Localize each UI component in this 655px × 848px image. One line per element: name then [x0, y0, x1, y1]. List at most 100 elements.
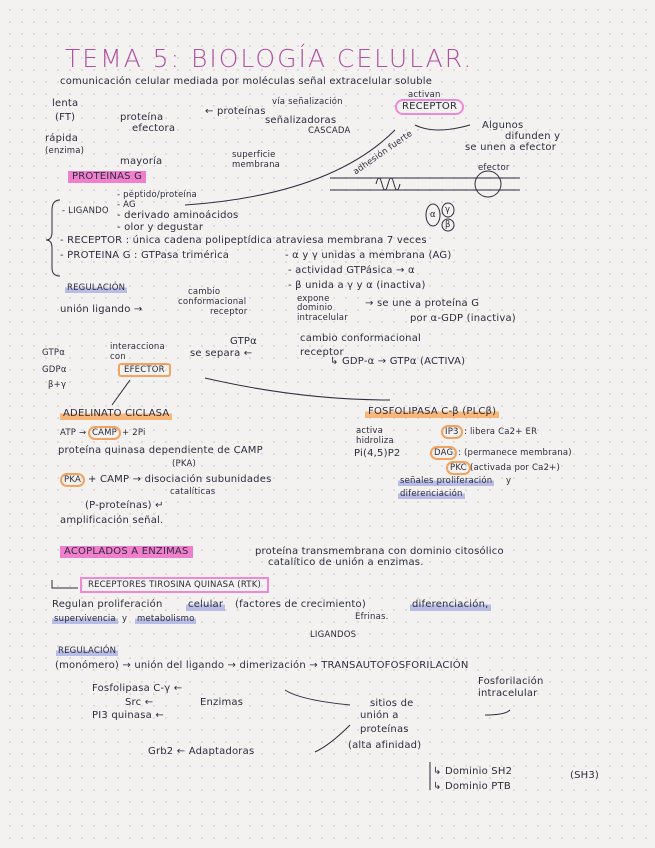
- rtk-box: RECEPTORES TIROSINA QUINASA (RTK): [80, 577, 269, 593]
- proteinas-text: ← proteínas: [205, 106, 266, 117]
- ip3-circled: IP3: [441, 425, 463, 439]
- alpha-label: α: [430, 210, 436, 220]
- acoplados-desc: proteína transmembrana con dominio citos…: [255, 546, 504, 557]
- rtk-flow-main: (monómero) → unión del ligando → dimeriz…: [55, 660, 469, 671]
- camp-circled: CAMP: [88, 426, 122, 440]
- y-text: y: [506, 476, 512, 486]
- fosforilacion-text: Fosforilación: [478, 676, 544, 687]
- proteinas-text2: proteínas: [360, 724, 409, 735]
- atp-text: ATP →: [60, 428, 87, 438]
- brace: [45, 199, 61, 277]
- proteina-quinasa-text: proteína quinasa dependiente de CAMP: [58, 445, 263, 456]
- senalizadoras-text: señalizadoras: [265, 115, 337, 126]
- beta-subunit-icon: [441, 218, 455, 232]
- dag-circled: DAG: [430, 446, 458, 460]
- ip3-text: : libera Ca2+ ER: [464, 427, 538, 437]
- arrow-receptor-to-proteinas-g: [184, 129, 396, 206]
- metabolismo-text: metabolismo: [135, 614, 197, 624]
- arrow-efector-to-fosfolipasa: [204, 377, 391, 401]
- effector-circle-icon: [474, 170, 502, 198]
- proteina-g-item: - β unida a γ y α (inactiva): [288, 280, 426, 291]
- mayoria-text: mayoría: [120, 156, 163, 167]
- page-title: TEMA 5: BIOLOGÍA CELULAR.: [65, 44, 474, 73]
- arrow-to-enzimas: [284, 689, 351, 706]
- hidroliza-text: hidroliza: [356, 436, 394, 446]
- supervivencia-text: supervivencia: [52, 614, 118, 624]
- senales-text: señales proliferación: [398, 476, 495, 486]
- ligando-item: - AG: [117, 200, 136, 210]
- pkc-text: (activada por Ca2+): [470, 463, 561, 473]
- receptor2-text: receptor: [300, 347, 344, 358]
- activa-text: activa: [356, 426, 384, 436]
- ft-text: (FT): [55, 112, 76, 123]
- src-text: Src ←: [125, 697, 154, 708]
- intracelular2-text: intracelular: [478, 688, 538, 699]
- activan-text: activan: [408, 90, 441, 100]
- sh2-text: ↳ Dominio SH2: [433, 766, 513, 777]
- proteinas-g-heading: PROTEINAS G: [68, 171, 147, 183]
- conformacional-text: conformacional: [178, 297, 247, 307]
- con-text: con: [110, 352, 126, 362]
- acoplados-heading: ACOPLADOS A ENZIMAS: [60, 546, 193, 558]
- celular-text: celular: [186, 599, 226, 611]
- intracelular-text: intracelular: [297, 313, 348, 323]
- factores-text: (factores de crecimiento): [235, 599, 366, 610]
- efrinas-text: Efrinas.: [355, 612, 389, 622]
- lenta-text: lenta: [52, 98, 79, 109]
- dag-text: : (permanece membrana): [458, 448, 572, 458]
- proteina-g-item: - actividad GTPásica → α: [288, 265, 415, 276]
- rapida-text: rápida: [45, 133, 79, 144]
- gtpa-left: GTPα: [42, 348, 66, 358]
- via-text: vía señalización: [272, 97, 343, 107]
- beta-gamma-left: β+γ: [48, 380, 67, 390]
- proteina-g-item: - α y γ unidas a membrana (AG): [285, 250, 452, 261]
- adenilato-heading: ADELINATO CICLASA: [60, 408, 173, 420]
- cambio-text: cambio: [188, 287, 221, 297]
- fosfolipasa-heading: FOSFOLIPASA C-β (PLCβ): [365, 406, 500, 418]
- receptor-sub-text: receptor: [210, 307, 248, 317]
- pip2-text: Pi(4,5)P2: [354, 448, 401, 459]
- efector-box: EFECTOR: [118, 363, 171, 377]
- pkc-circled: PKC: [446, 461, 471, 475]
- arrow-to-rtk: [51, 580, 78, 589]
- efectora-text: efectora: [132, 123, 176, 134]
- expone-text: expone: [297, 294, 330, 304]
- arrow-receptor-to-algunos: [414, 124, 471, 131]
- diferenciacion2-text: diferenciación,: [410, 599, 491, 611]
- difunden-text: difunden y: [505, 131, 561, 142]
- sitios-text: sitios de: [370, 698, 414, 709]
- gamma-label: γ: [445, 205, 451, 215]
- proteina-text: proteína: [120, 112, 164, 123]
- se-une-text: → se une a proteína G: [365, 298, 480, 309]
- gtpa-text: GTPα: [230, 336, 257, 347]
- enzimas-text: Enzimas: [200, 697, 244, 708]
- alpha-subunit-icon: [425, 203, 441, 227]
- sh3-text: (SH3): [570, 770, 600, 781]
- interacciona-text: interacciona: [110, 342, 165, 352]
- regulacion2-heading: REGULACIÓN: [56, 646, 119, 656]
- intro-text: comunicación celular mediada por molécul…: [60, 76, 433, 87]
- alta-afinidad-text: (alta afinidad): [348, 740, 422, 751]
- se-unen-text: se unen a efector: [465, 142, 557, 153]
- algunos-text: Algunos: [482, 120, 524, 131]
- disociacion-text: + CAMP → disociación subunidades: [88, 474, 272, 485]
- union-a-text: unión a: [360, 710, 399, 721]
- se-separa-text: se separa ←: [190, 348, 253, 359]
- enzima-text: (enzima): [45, 146, 85, 156]
- y2-text: y: [122, 614, 128, 624]
- union-ligando-text: unión ligando →: [60, 304, 143, 315]
- gdp-gtp-text: ↳ GDP-α → GTPα (ACTIVA): [330, 356, 466, 367]
- cambio2-text: cambio conformacional: [300, 333, 422, 344]
- receptor-line: - RECEPTOR : única cadena polipeptídica …: [60, 235, 427, 246]
- cascada-text: CASCADA: [308, 126, 351, 136]
- arrow-fosfo-to-sitios: [484, 709, 511, 716]
- ligando-item: - olor y degustar: [117, 222, 204, 233]
- pi3-text: PI3 quinasa ←: [92, 710, 164, 721]
- dominio-text: dominio: [297, 303, 333, 313]
- ligando-item: - derivado aminoácidos: [117, 210, 239, 221]
- arrow-to-adaptadoras: [314, 724, 351, 753]
- diferenciacion-text: diferenciación: [398, 489, 465, 499]
- acoplados-desc: catalítico de unión a enzimas.: [268, 557, 424, 568]
- arrow-efector-to-adenilato: [111, 379, 131, 406]
